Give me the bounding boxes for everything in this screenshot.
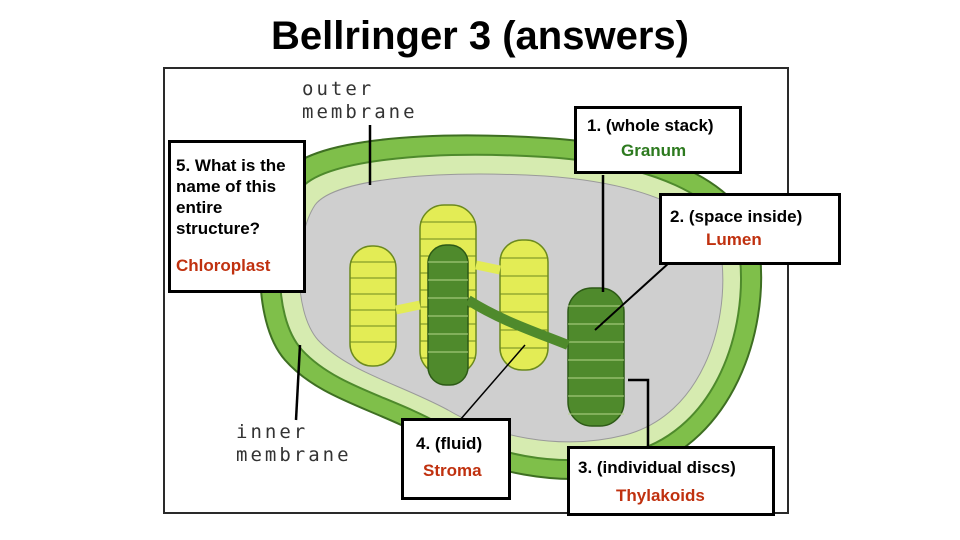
leader-stroma <box>459 344 526 421</box>
stroma-lamella <box>465 295 570 350</box>
inner-membrane-label-2: membrane <box>236 444 352 466</box>
leader-inner <box>294 344 302 421</box>
callout-chloroplast-question: 5. What is the name of this entire struc… <box>176 156 286 238</box>
callout-lumen-answer: Lumen <box>706 230 762 249</box>
callout-granum: 1. (whole stack) Granum <box>574 106 742 174</box>
leader-lumen <box>594 261 671 331</box>
callout-granum-answer: Granum <box>621 141 687 160</box>
stroma-lamella-3 <box>475 260 501 275</box>
inner-membrane-label-1: inner <box>236 421 308 443</box>
granum-stack-right <box>567 287 625 427</box>
callout-thylakoids: 3. (individual discs) Thylakoids <box>567 446 775 516</box>
callout-thylakoids-question: 3. (individual discs) <box>578 458 736 477</box>
callout-chloroplast: 5. What is the name of this entire struc… <box>168 140 306 293</box>
callout-granum-question: 1. (whole stack) <box>587 116 714 135</box>
callout-chloroplast-answer: Chloroplast <box>176 256 271 275</box>
granum-stack-left <box>349 245 397 367</box>
slide-title: Bellringer 3 (answers) <box>271 14 689 58</box>
outer-membrane-label-2: membrane <box>302 101 418 123</box>
outer-membrane-label-1: outer <box>302 78 374 100</box>
callout-thylakoids-answer: Thylakoids <box>616 486 705 505</box>
callout-lumen: 2. (space inside) Lumen <box>659 193 841 265</box>
granum-stack-middle-right <box>499 239 549 371</box>
granum-stack-dark <box>427 244 469 386</box>
callout-stroma: 4. (fluid) Stroma <box>401 418 511 500</box>
leader-thylakoids <box>628 378 650 448</box>
callout-stroma-question: 4. (fluid) <box>416 434 483 453</box>
callout-stroma-answer: Stroma <box>423 461 482 480</box>
stroma-lamella-2 <box>395 300 421 315</box>
callout-lumen-question: 2. (space inside) <box>670 207 803 226</box>
